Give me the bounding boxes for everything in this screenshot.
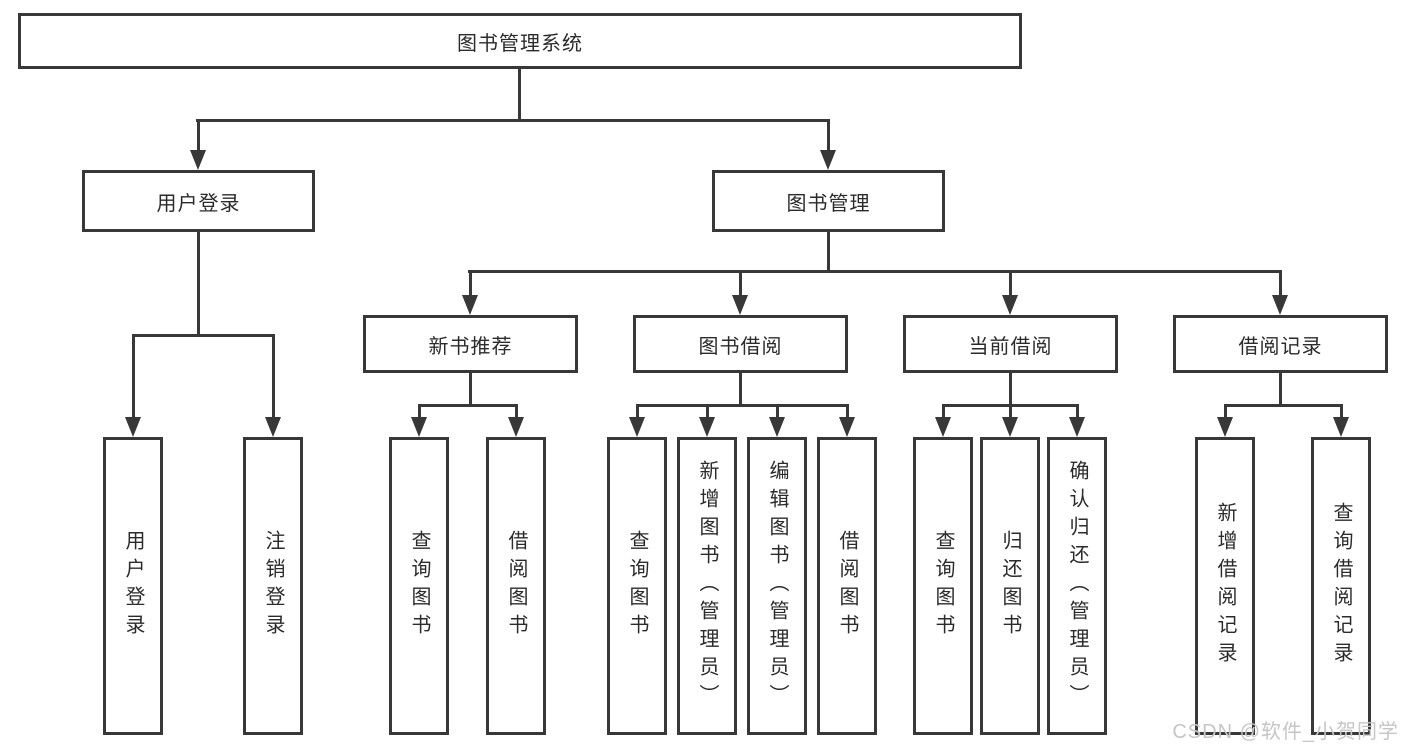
down-arrowhead-icon: [125, 417, 141, 437]
leaf-borrowing-borrow-books: 借阅图书: [817, 437, 877, 735]
leaf-label: 归还图书: [999, 530, 1021, 642]
leaf-logout: 注销登录: [243, 437, 303, 735]
down-arrowhead-icon: [1333, 417, 1349, 437]
leaf-recommend-borrow-books: 借阅图书: [486, 437, 546, 735]
connector-line: [197, 232, 200, 336]
connector-line: [1009, 270, 1012, 297]
leaf-label: 新增图书（管理员）: [696, 460, 718, 712]
down-arrowhead-icon: [839, 417, 855, 437]
connector-line: [706, 404, 709, 419]
leaf-borrowing-edit-books-admin: 编辑图书（管理员）: [747, 437, 807, 735]
connector-line: [942, 404, 945, 419]
down-arrowhead-icon: [629, 417, 645, 437]
csdn-watermark: CSDN @软件_小贺同学: [1172, 721, 1399, 743]
leaf-label: 注销登录: [262, 530, 284, 642]
connector-line: [739, 270, 742, 297]
down-arrowhead-icon: [699, 417, 715, 437]
node-book-borrowing: 图书借阅: [633, 315, 848, 373]
connector-line: [827, 232, 830, 273]
leaf-label: 编辑图书（管理员）: [766, 460, 788, 712]
node-library-management-system: 图书管理系统: [18, 13, 1022, 69]
connector-line: [1076, 404, 1079, 419]
leaf-label: 确认归还（管理员）: [1066, 460, 1088, 712]
connector-line: [518, 69, 521, 121]
connector-line: [468, 270, 1281, 273]
connector-line: [418, 404, 518, 407]
connector-line: [776, 404, 779, 419]
connector-line: [739, 373, 742, 407]
leaf-current-query-books: 查询图书: [913, 437, 973, 735]
leaf-label: 借阅图书: [505, 530, 527, 642]
connector-line: [1340, 404, 1343, 419]
leaf-borrowing-add-books-admin: 新增图书（管理员）: [677, 437, 737, 735]
leaf-records-add-borrow-record: 新增借阅记录: [1195, 437, 1255, 735]
down-arrowhead-icon: [769, 417, 785, 437]
connector-line: [636, 404, 849, 407]
node-borrowing-records: 借阅记录: [1173, 315, 1388, 373]
connector-line: [469, 270, 472, 297]
connector-line: [636, 404, 639, 419]
leaf-user-login: 用户登录: [103, 437, 163, 735]
node-book-management: 图书管理: [712, 170, 945, 232]
connector-line: [197, 119, 200, 152]
down-arrowhead-icon: [265, 417, 281, 437]
connector-line: [469, 373, 472, 407]
connector-line: [1224, 404, 1343, 407]
connector-line: [1279, 373, 1282, 407]
connector-line: [1009, 373, 1012, 407]
node-user-login: 用户登录: [82, 170, 315, 232]
down-arrowhead-icon: [1069, 417, 1085, 437]
down-arrowhead-icon: [1272, 295, 1288, 315]
node-current-borrowing: 当前借阅: [903, 315, 1118, 373]
leaf-current-return-books: 归还图书: [980, 437, 1040, 735]
connector-line: [1279, 270, 1282, 297]
down-arrowhead-icon: [190, 150, 206, 170]
leaf-label: 查询借阅记录: [1330, 502, 1352, 670]
leaf-recommend-query-books: 查询图书: [389, 437, 449, 735]
leaf-current-confirm-return-admin: 确认归还（管理员）: [1047, 437, 1107, 735]
node-new-book-recommendation: 新书推荐: [363, 315, 578, 373]
leaf-borrowing-query-books: 查询图书: [607, 437, 667, 735]
down-arrowhead-icon: [1002, 295, 1018, 315]
connector-line: [272, 334, 275, 419]
connector-line: [515, 404, 518, 419]
down-arrowhead-icon: [462, 295, 478, 315]
connector-line: [1224, 404, 1227, 419]
down-arrowhead-icon: [411, 417, 427, 437]
connector-line: [132, 334, 275, 337]
leaf-label: 用户登录: [122, 530, 144, 642]
connector-line: [1009, 404, 1012, 419]
down-arrowhead-icon: [732, 295, 748, 315]
leaf-label: 查询图书: [408, 530, 430, 642]
down-arrowhead-icon: [820, 150, 836, 170]
connector-line: [827, 119, 830, 152]
down-arrowhead-icon: [935, 417, 951, 437]
down-arrowhead-icon: [1217, 417, 1233, 437]
leaf-label: 查询图书: [932, 530, 954, 642]
connector-line: [196, 119, 830, 122]
connector-line: [418, 404, 421, 419]
leaf-label: 借阅图书: [836, 530, 858, 642]
leaf-label: 新增借阅记录: [1214, 502, 1236, 670]
down-arrowhead-icon: [508, 417, 524, 437]
connector-line: [132, 334, 135, 419]
connector-line: [846, 404, 849, 419]
leaf-label: 查询图书: [626, 530, 648, 642]
down-arrowhead-icon: [1002, 417, 1018, 437]
leaf-records-query-borrow-record: 查询借阅记录: [1311, 437, 1371, 735]
